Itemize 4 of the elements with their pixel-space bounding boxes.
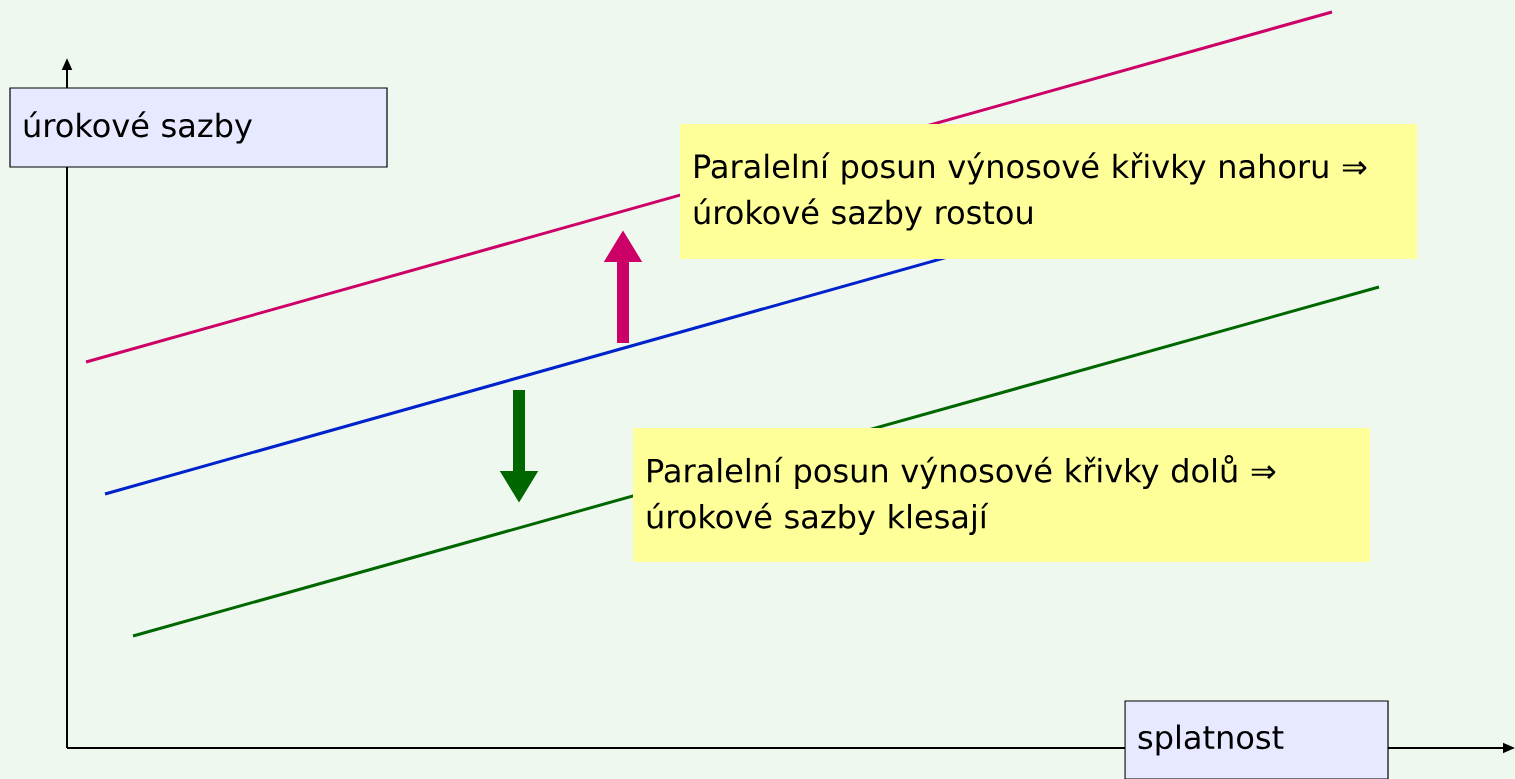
axis-label: úrokové sazby <box>9 87 388 168</box>
callout-box: Paralelní posun výnosové křivky nahoru ⇒ úrokové sazby rostou <box>680 124 1417 259</box>
callout-box: Paralelní posun výnosové křivky dolů ⇒ úrokové sazby klesají <box>633 428 1370 562</box>
axis-label: splatnost <box>1124 700 1389 779</box>
